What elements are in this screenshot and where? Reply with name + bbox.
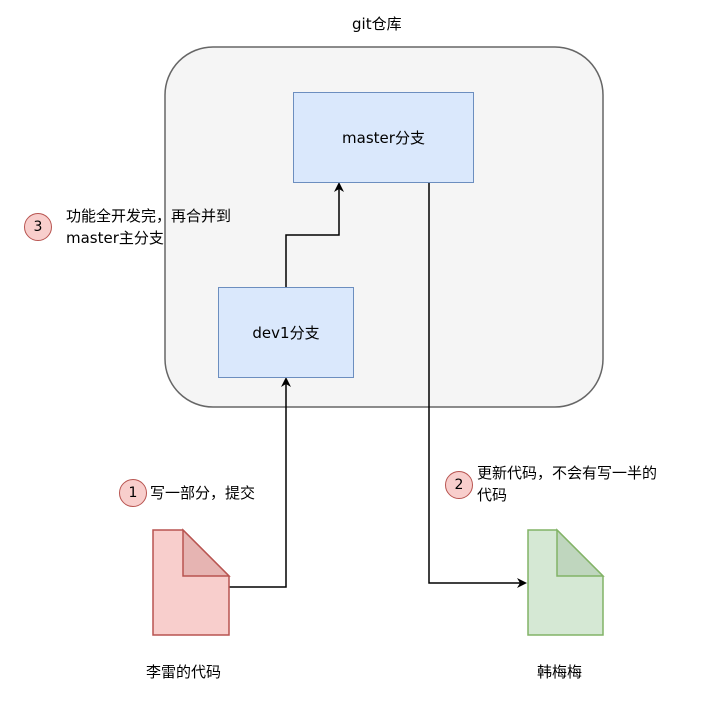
step-3-line-2: master主分支 — [66, 229, 164, 247]
dev1-branch-box[interactable]: dev1分支 — [218, 287, 354, 378]
repo-title: git仓库 — [352, 15, 402, 33]
step-1-note: 写一部分，提交 — [150, 482, 255, 504]
step-2-number: 2 — [454, 477, 464, 493]
master-branch-box[interactable]: master分支 — [293, 92, 474, 183]
step-1-badge: 1 — [119, 479, 147, 507]
arrow-dev1-to-master — [285, 182, 344, 287]
master-branch-label: master分支 — [342, 129, 425, 147]
arrow-lilei-to-dev1 — [229, 377, 291, 588]
step-1-number: 1 — [128, 485, 138, 501]
document-lilei-icon — [152, 528, 231, 636]
step-2-line-2: 代码 — [477, 486, 508, 504]
step-3-note: 功能全开发完，再合并到 master主分支 — [66, 205, 231, 249]
dev1-branch-label: dev1分支 — [252, 324, 320, 342]
step-2-badge: 2 — [445, 471, 473, 499]
arrow-master-to-hanmeimei — [428, 183, 527, 588]
step-2-line-1: 更新代码，不会有写一半的 — [477, 464, 658, 482]
document-hanmeimei-icon — [527, 528, 605, 636]
document-hanmeimei-label: 韩梅梅 — [537, 663, 583, 681]
document-lilei-label: 李雷的代码 — [146, 663, 222, 681]
step-2-note: 更新代码，不会有写一半的 代码 — [477, 462, 657, 506]
step-3-badge: 3 — [24, 213, 52, 241]
step-3-number: 3 — [33, 219, 43, 235]
step-3-line-1: 功能全开发完，再合并到 — [66, 207, 232, 225]
step-1-text: 写一部分，提交 — [150, 484, 256, 502]
